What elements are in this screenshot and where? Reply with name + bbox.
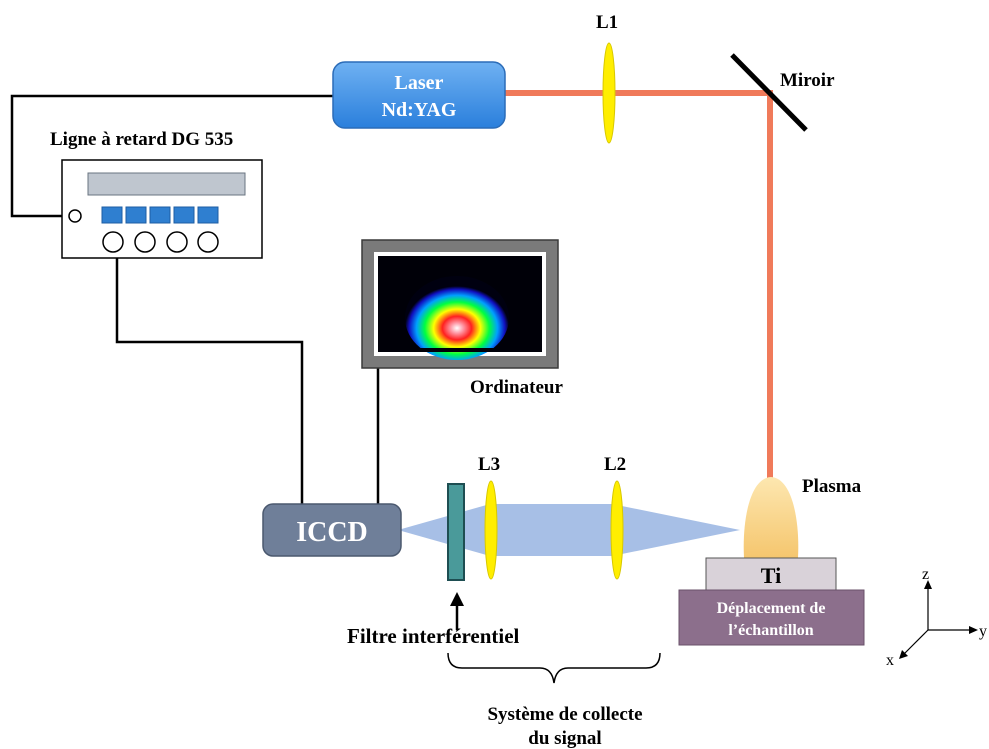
- collection-system-brace: [447, 652, 661, 684]
- titanium-sample: Ti: [705, 557, 837, 591]
- cable-laser-to-delay: [10, 94, 335, 218]
- delay-generator-title: Ligne à retard DG 535: [50, 129, 233, 150]
- lens-l1: [602, 42, 616, 144]
- interference-filter: [447, 483, 465, 581]
- computer-monitor: [361, 239, 559, 369]
- axis-y-label: y: [979, 623, 987, 640]
- axis-z-label: z: [922, 566, 929, 583]
- delay-generator-knob-1: [102, 231, 124, 253]
- collection-system-label-line2: du signal: [528, 728, 601, 749]
- laser-source: Laser Nd:YAG: [332, 61, 506, 129]
- filter-label: Filtre interférentiel: [347, 624, 520, 648]
- delay-generator-button-5: [197, 206, 219, 224]
- mirror-label: Miroir: [780, 70, 835, 91]
- lens-l1-label: L1: [596, 12, 618, 33]
- coordinate-axes: z y x: [886, 566, 987, 669]
- plasma-label: Plasma: [802, 476, 862, 497]
- axis-x-label: x: [886, 652, 894, 669]
- collection-light-cone: [398, 504, 740, 556]
- mirror: [730, 53, 808, 132]
- delay-generator-knob-4: [197, 231, 219, 253]
- delay-generator-button-1: [101, 206, 123, 224]
- filter-arrow-head: [450, 592, 464, 606]
- sample-label: Ti: [761, 563, 781, 588]
- delay-generator-button-2: [125, 206, 147, 224]
- iccd-label: ICCD: [296, 517, 368, 548]
- lens-l3: [484, 480, 498, 580]
- computer-label: Ordinateur: [470, 377, 563, 398]
- laser-label-line2: Nd:YAG: [382, 99, 457, 121]
- delay-generator-knob-3: [166, 231, 188, 253]
- delay-generator-button-3: [149, 206, 171, 224]
- stage-label-line1: Déplacement de: [717, 600, 826, 617]
- lens-l3-label: L3: [478, 454, 500, 475]
- lens-l2: [610, 480, 624, 580]
- laser-label-line1: Laser: [395, 72, 444, 94]
- delay-generator-input-jack: [68, 209, 82, 223]
- delay-generator-knob-2: [134, 231, 156, 253]
- stage-label-line2: l’échantillon: [728, 622, 813, 639]
- lens-l2-label: L2: [604, 454, 626, 475]
- delay-generator-display: [87, 172, 246, 196]
- iccd-camera: ICCD: [262, 503, 402, 557]
- delay-generator-button-4: [173, 206, 195, 224]
- delay-generator: [61, 159, 263, 259]
- plasma-image: [405, 276, 509, 360]
- cable-delay-to-iccd: [115, 246, 304, 505]
- collection-system-label-line1: Système de collecte: [487, 704, 642, 725]
- plasma-plume: [743, 477, 799, 558]
- sample-translation-stage: Déplacement de l’échantillon: [678, 589, 865, 646]
